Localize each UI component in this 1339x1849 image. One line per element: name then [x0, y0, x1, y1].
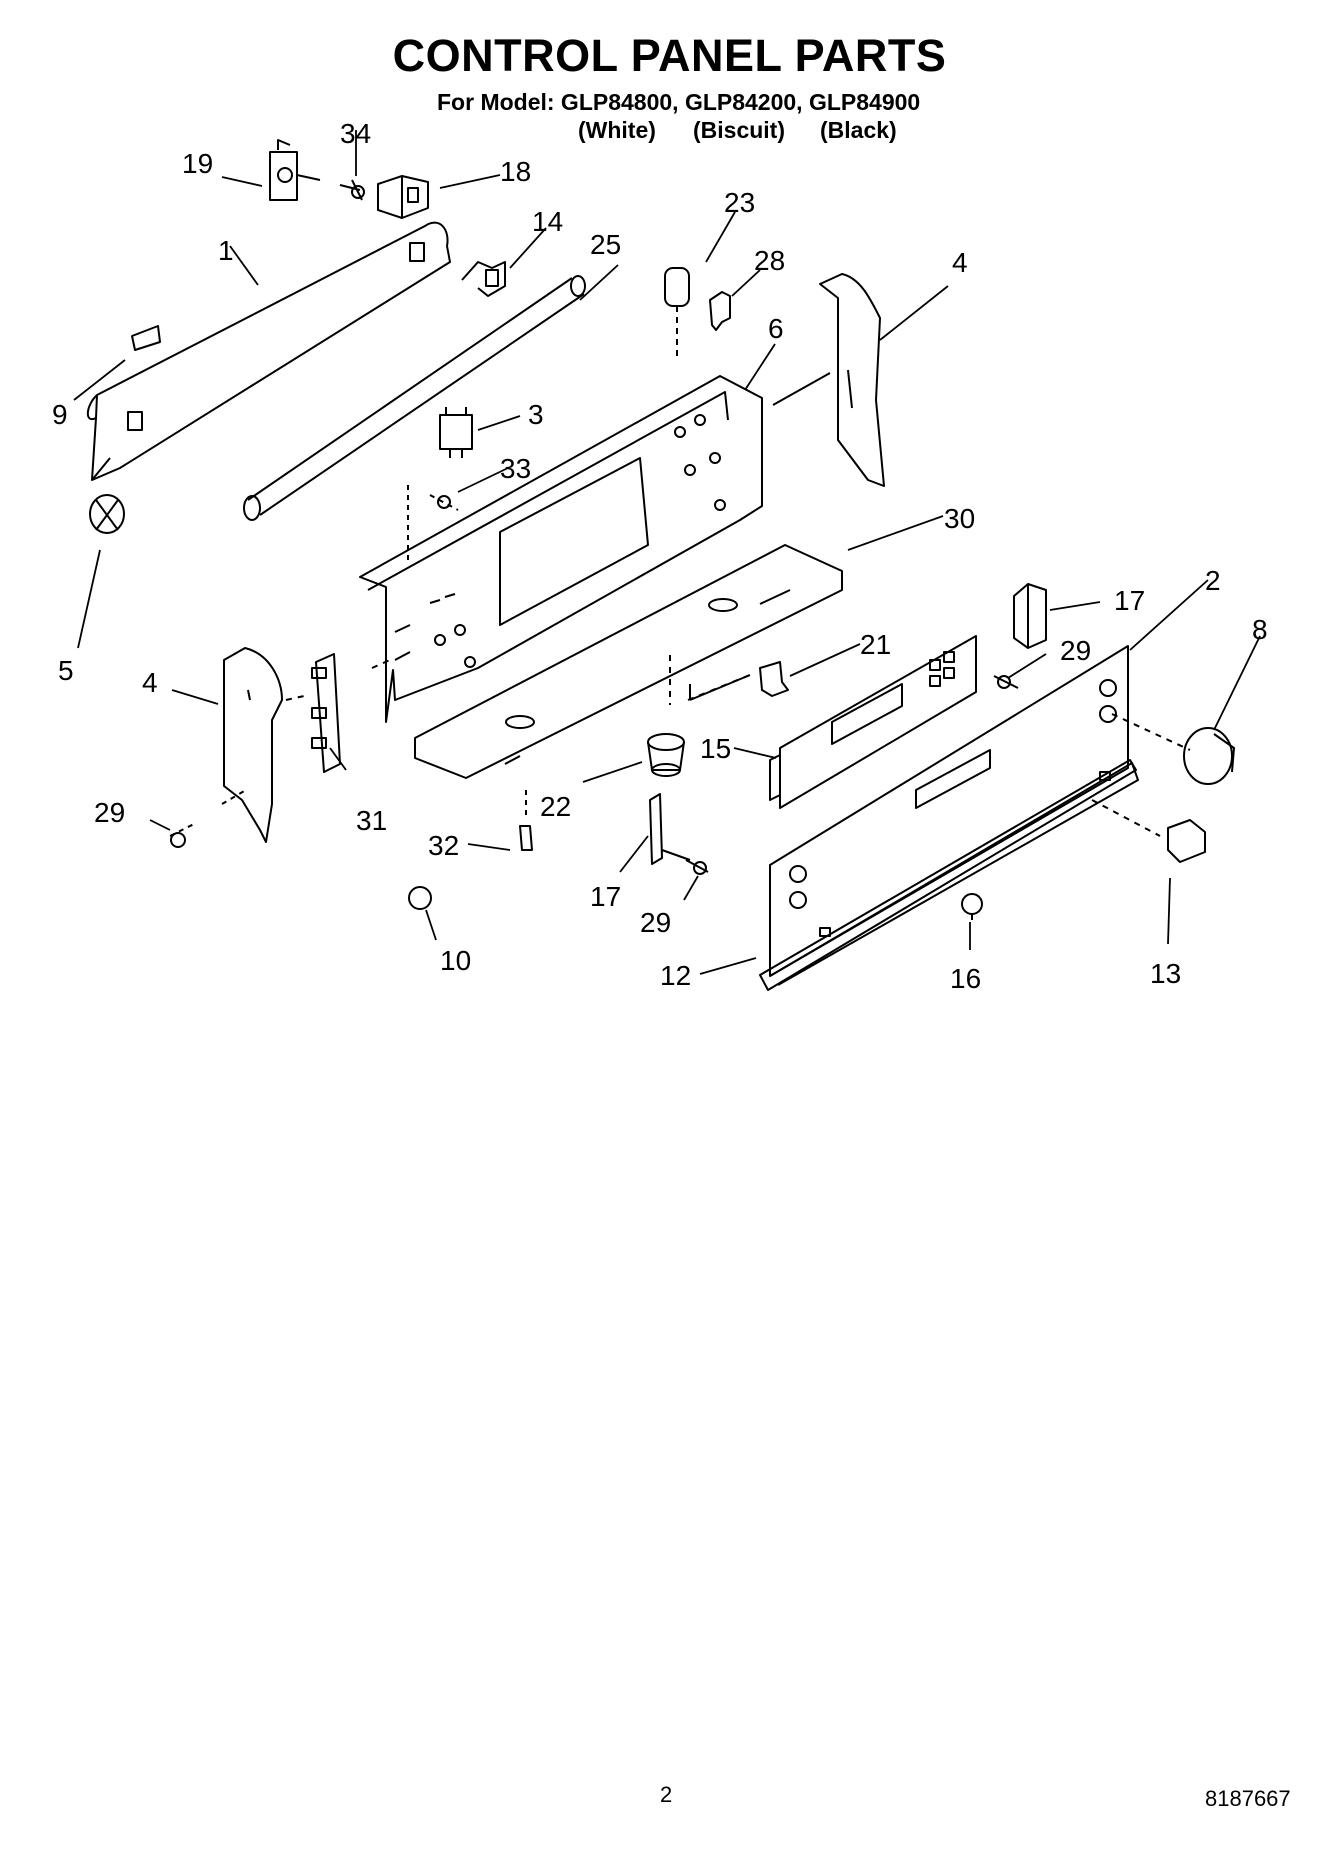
part-32-screw — [519, 790, 533, 851]
part-13-switch — [1167, 819, 1206, 863]
callout-2: 2 — [1205, 565, 1221, 596]
part-8-knob — [1183, 727, 1235, 785]
part-3-switch — [439, 407, 473, 458]
callout-29c: 29 — [640, 907, 671, 938]
part-17-bracket-upper — [1013, 583, 1047, 649]
page-title: CONTROL PANEL PARTS — [392, 30, 947, 81]
variant-white: (White) — [578, 117, 656, 143]
callout-29a: 29 — [1060, 635, 1091, 666]
callout-4b: 4 — [142, 667, 158, 698]
callout-4a: 4 — [952, 247, 968, 278]
callout-17a: 17 — [1114, 585, 1145, 616]
leader-lines — [73, 130, 1261, 975]
callout-34: 34 — [340, 118, 371, 149]
part-16-button — [961, 893, 983, 920]
callout-18: 18 — [500, 156, 531, 187]
part-4-end-cap-left — [223, 647, 283, 843]
callout-30: 30 — [944, 503, 975, 534]
part-5-grommet — [89, 494, 125, 534]
part-4-end-cap-right — [819, 273, 885, 487]
part-23-capacitor — [664, 267, 690, 360]
callout-15: 15 — [700, 733, 731, 764]
part-1-trim-channel — [86, 221, 451, 481]
callout-labels: 19 34 18 14 25 23 28 4 1 6 9 3 33 5 30 1… — [52, 118, 1268, 994]
callout-28: 28 — [754, 245, 785, 276]
part-29-screw-right — [993, 675, 1019, 689]
callout-31: 31 — [356, 805, 387, 836]
part-10-button — [408, 886, 432, 910]
callout-12: 12 — [660, 960, 691, 991]
part-22-grommet — [647, 733, 685, 777]
part-25-lamp-tube — [243, 275, 586, 521]
part-31-bracket-strip — [311, 653, 341, 773]
part-14-clip — [461, 261, 506, 297]
part-33-screw — [407, 485, 459, 560]
callout-21: 21 — [860, 629, 891, 660]
callout-25: 25 — [590, 229, 621, 260]
callout-3: 3 — [528, 399, 544, 430]
callout-29b: 29 — [94, 797, 125, 828]
callout-6: 6 — [768, 313, 784, 344]
callout-19: 19 — [182, 148, 213, 179]
part-28-bracket — [709, 291, 731, 331]
part-34-screw — [339, 179, 365, 201]
part-2-front-panel — [769, 645, 1139, 986]
callout-16: 16 — [950, 963, 981, 994]
part-15-electronic-control — [769, 635, 977, 809]
callout-33: 33 — [500, 453, 531, 484]
document-number: 8187667 — [1205, 1786, 1291, 1811]
page-number: 2 — [660, 1782, 673, 1807]
part-17-bracket-lower — [649, 793, 691, 865]
connection-lines — [285, 655, 1191, 837]
callout-32: 32 — [428, 830, 459, 861]
callout-17b: 17 — [590, 881, 621, 912]
callout-8: 8 — [1252, 614, 1268, 645]
part-9-clip — [131, 325, 161, 351]
callout-5: 5 — [58, 655, 74, 686]
part-18-block — [377, 175, 429, 219]
callout-23: 23 — [724, 187, 755, 218]
callout-1: 1 — [218, 235, 234, 266]
variant-biscuit: (Biscuit) — [693, 117, 785, 143]
callout-9: 9 — [52, 399, 68, 430]
part-19-socket — [269, 139, 321, 201]
part-12-trim-strip — [759, 759, 1137, 991]
variant-black: (Black) — [820, 117, 897, 143]
part-30-lower-tray — [414, 544, 843, 779]
model-line: For Model: GLP84800, GLP84200, GLP84900 — [437, 89, 921, 115]
callout-22: 22 — [540, 791, 571, 822]
part-6-control-housing — [359, 372, 831, 723]
part-29-screw-left — [169, 789, 247, 848]
part-29-screw-lower — [685, 859, 709, 875]
callout-14: 14 — [532, 206, 563, 237]
callout-13: 13 — [1150, 958, 1181, 989]
callout-10: 10 — [440, 945, 471, 976]
